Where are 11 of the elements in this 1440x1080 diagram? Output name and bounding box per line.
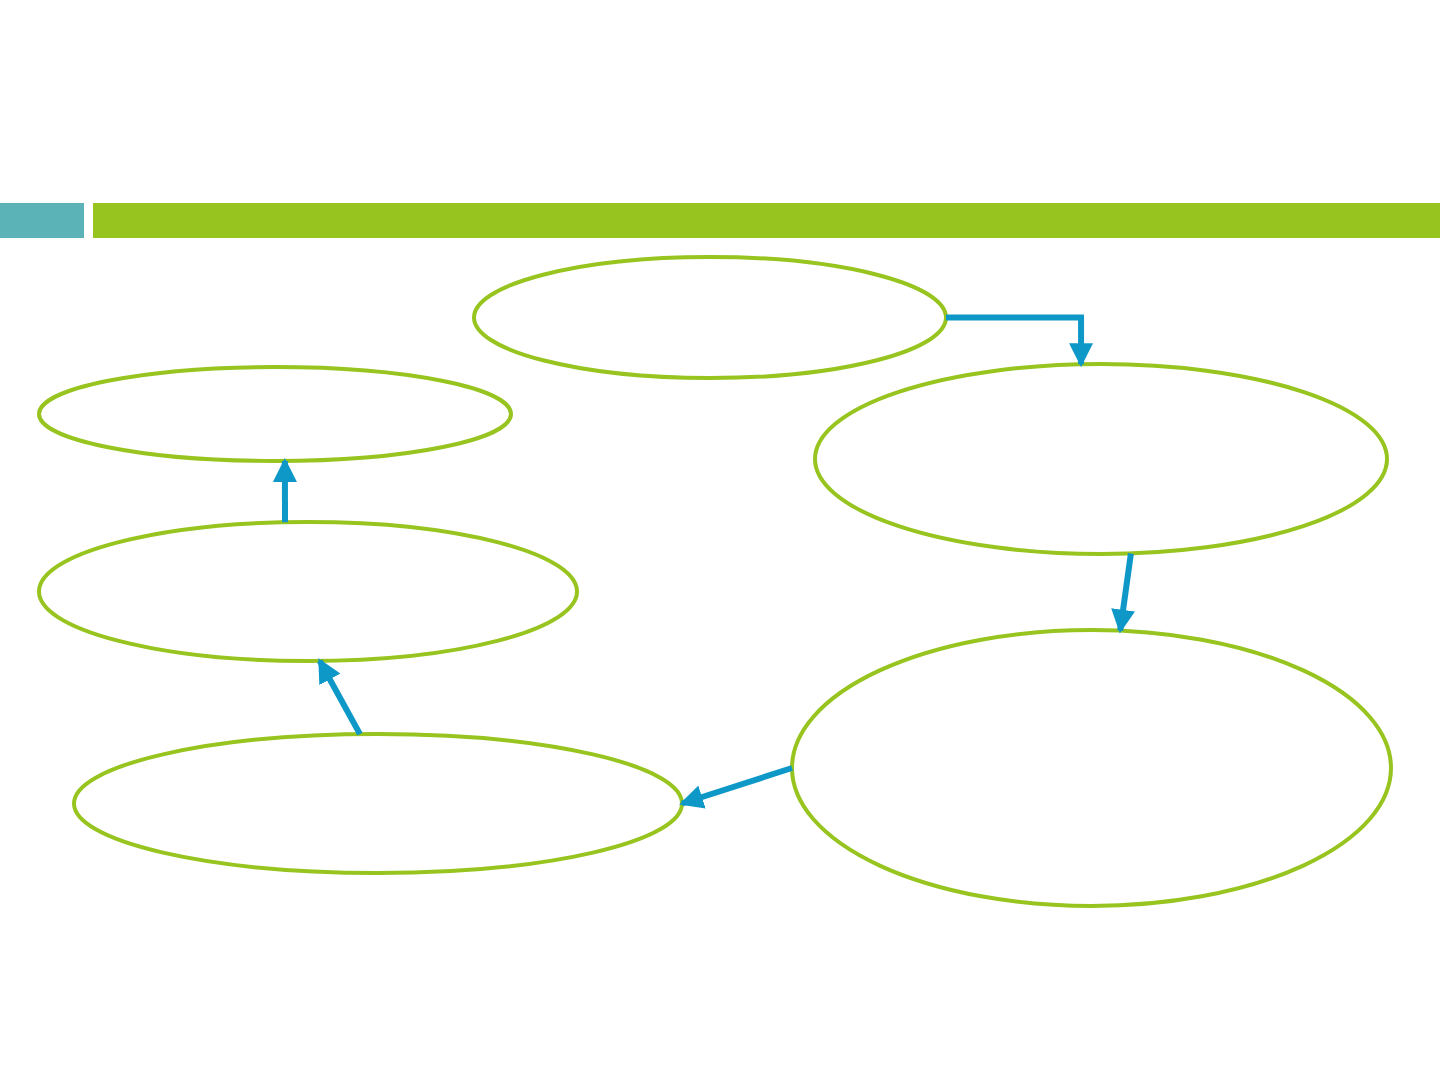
ellipse-node: [37, 365, 513, 463]
arrow: [317, 658, 363, 736]
arrow: [946, 314, 1094, 368]
ellipse-node: [790, 628, 1393, 908]
arrow: [679, 765, 793, 809]
ellipse-node: [813, 362, 1389, 556]
ellipse-node: [472, 255, 948, 380]
ellipse-node: [72, 732, 684, 875]
ellipse-node: [37, 520, 579, 663]
arrow: [1111, 553, 1135, 634]
arrow: [272, 457, 297, 523]
